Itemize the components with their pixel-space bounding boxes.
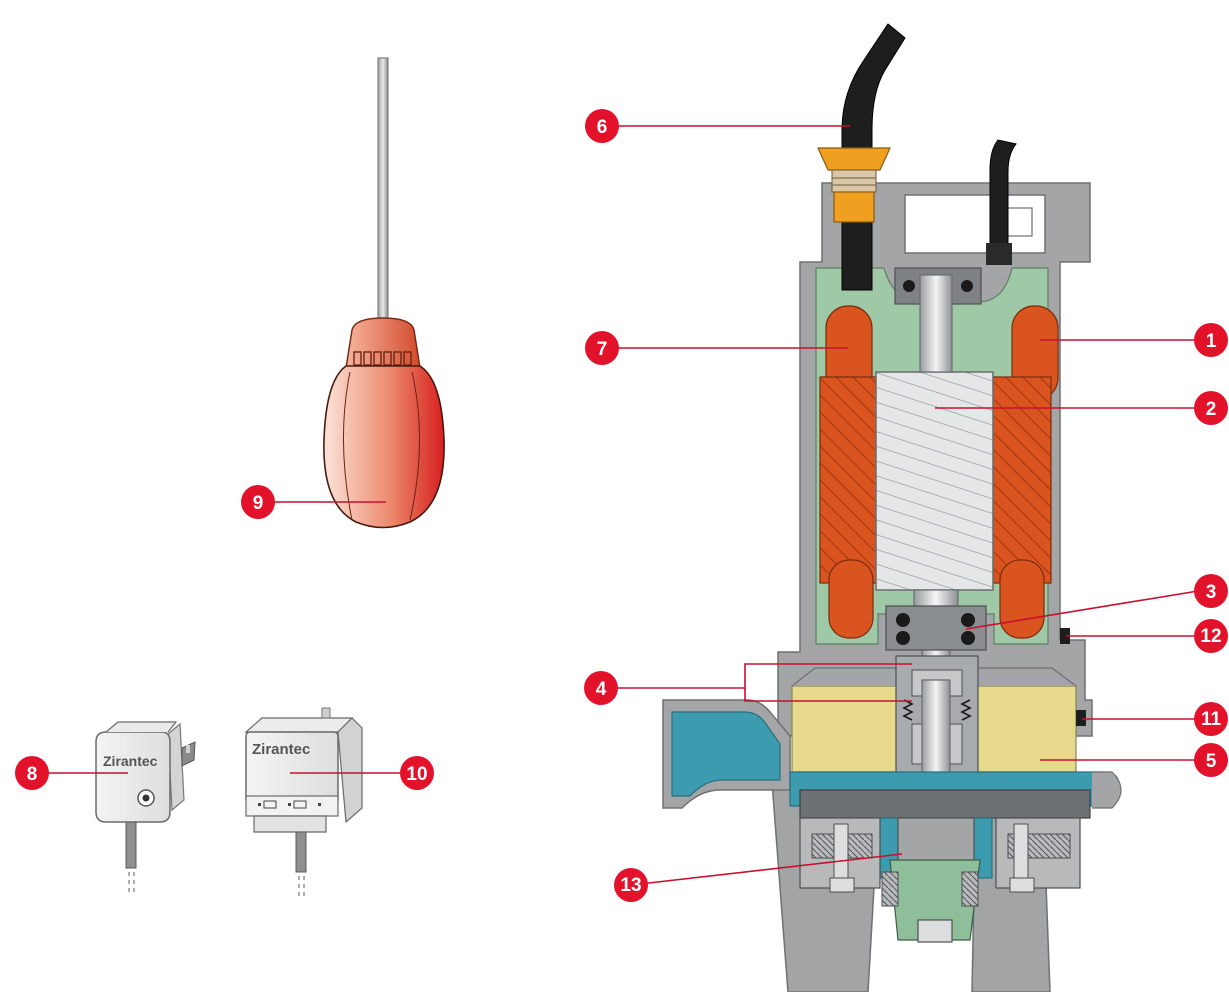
svg-text:4: 4: [596, 679, 607, 700]
svg-text:6: 6: [597, 117, 608, 138]
float-body: [323, 365, 445, 529]
float-switch: [323, 57, 445, 529]
impeller: [799, 789, 1091, 819]
svg-text:9: 9: [253, 493, 264, 514]
float-cap: [345, 317, 421, 369]
winding-bottom-right: [999, 559, 1045, 639]
callout-2: 2: [1194, 391, 1228, 425]
device-left-cable: [125, 821, 137, 869]
pump-handle-opening: [904, 194, 1046, 254]
stator-left: [819, 376, 879, 584]
o-ring-12: [1060, 628, 1070, 644]
float-cable: [989, 139, 1017, 256]
winding-bottom-left: [828, 559, 874, 639]
device-plug-controller: Zirantec: [95, 721, 196, 895]
device-left-brand: Zirantec: [103, 753, 158, 769]
callout-7: 7: [585, 331, 619, 365]
svg-text:3: 3: [1206, 582, 1217, 603]
svg-text:10: 10: [406, 764, 427, 785]
device-right-terminals: [258, 800, 321, 809]
callout-9: 9: [241, 485, 275, 519]
callout-8: 8: [15, 756, 49, 790]
device-box-controller: Zirantec: [244, 707, 363, 897]
cable-gland: [817, 147, 891, 223]
callout-11: 11: [1194, 702, 1228, 736]
pump-cross-section: [662, 23, 1122, 992]
callout-badges: 1 2 3 4 5 6 7 8 9 10 11 12 13: [15, 109, 1228, 902]
callout-13: 13: [614, 868, 648, 902]
callout-4: 4: [584, 671, 618, 705]
o-ring-11: [1076, 710, 1086, 726]
housing-bolt-left: [799, 817, 881, 893]
callout-10: 10: [400, 756, 434, 790]
svg-text:8: 8: [27, 764, 38, 785]
device-right-cable: [295, 831, 307, 873]
leader-lines: [48, 125, 1199, 885]
housing-bolt-right: [995, 817, 1081, 893]
float-cap-ribs: [353, 351, 412, 366]
svg-text:12: 12: [1200, 626, 1221, 647]
stator-right: [992, 376, 1052, 584]
callout-6: 6: [585, 109, 619, 143]
callout-3: 3: [1194, 574, 1228, 608]
svg-text:11: 11: [1201, 709, 1222, 730]
svg-text:2: 2: [1206, 399, 1217, 420]
motor-shaft: [919, 274, 953, 373]
rotor: [875, 371, 994, 591]
device-right-brand: Zirantec: [252, 741, 310, 758]
svg-text:1: 1: [1206, 331, 1217, 352]
svg-text:7: 7: [597, 339, 608, 360]
seal-spring: [902, 699, 972, 721]
float-rod: [377, 57, 389, 327]
svg-text:5: 5: [1206, 751, 1217, 772]
leader-3: [965, 590, 1199, 630]
power-cable: [841, 23, 906, 291]
callout-1: 1: [1194, 323, 1228, 357]
callout-12: 12: [1194, 619, 1228, 653]
leader-4: [612, 663, 912, 689]
cutter: [889, 859, 981, 941]
svg-text:13: 13: [620, 875, 641, 896]
leader-13: [639, 853, 903, 885]
callout-5: 5: [1194, 743, 1228, 777]
